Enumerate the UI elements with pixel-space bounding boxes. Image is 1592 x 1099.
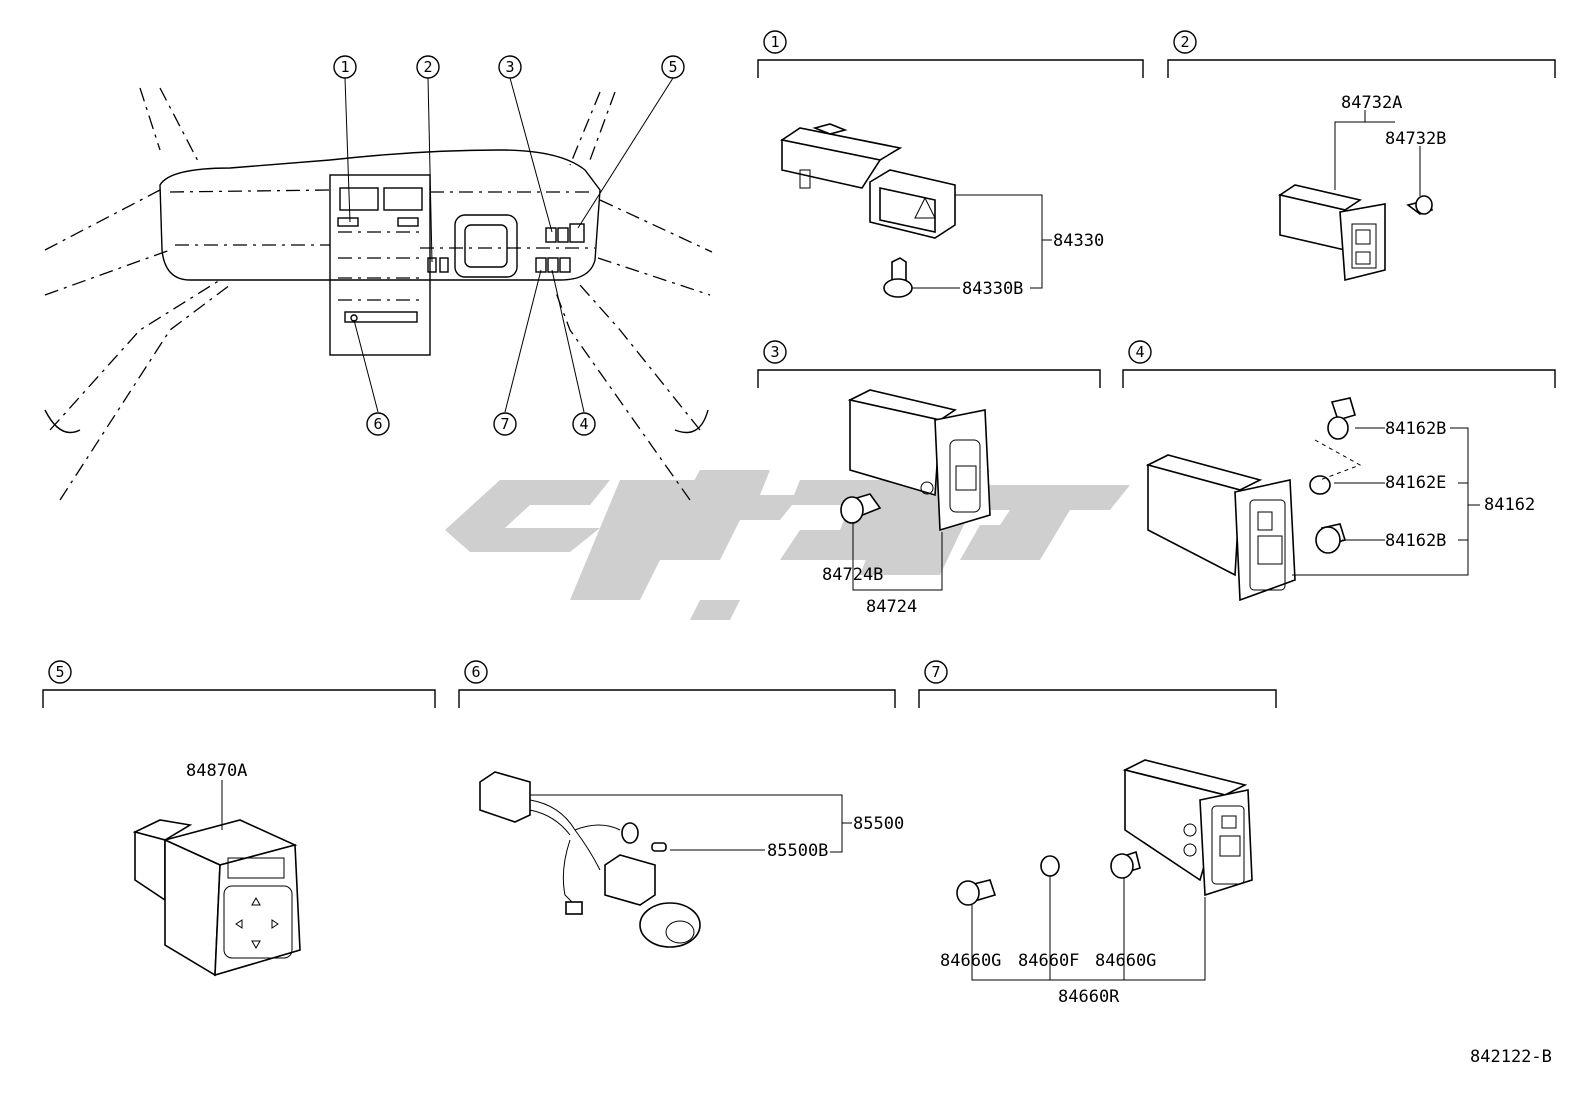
overview-callout-2: 2 bbox=[416, 55, 440, 79]
cap-84162e-drawing bbox=[1309, 475, 1331, 495]
svg-text:7: 7 bbox=[931, 663, 940, 681]
bulb-84660g-right-drawing bbox=[1110, 850, 1141, 879]
part-84732a: 84732A bbox=[1341, 93, 1402, 113]
svg-text:3: 3 bbox=[770, 343, 779, 361]
overview-callout-4: 4 bbox=[572, 412, 596, 436]
bulb-84162b-bottom-drawing bbox=[1315, 523, 1347, 554]
overview-callout-1: 1 bbox=[333, 55, 357, 79]
mirror-switch-drawing bbox=[132, 819, 301, 977]
svg-text:6: 6 bbox=[471, 663, 480, 681]
part-84162: 84162 bbox=[1484, 495, 1535, 515]
group-5: 5 84870A bbox=[42, 660, 436, 977]
part-84162e: 84162E bbox=[1385, 473, 1446, 493]
part-84724b: 84724B bbox=[822, 565, 883, 585]
part-84870a: 84870A bbox=[186, 761, 247, 781]
bulb-84162b-top-drawing bbox=[1327, 397, 1356, 440]
svg-text:1: 1 bbox=[340, 58, 349, 76]
overview-callout-7: 7 bbox=[493, 412, 517, 436]
overview-callout-5: 5 bbox=[661, 55, 685, 79]
switch-84732a-drawing bbox=[1278, 184, 1386, 282]
group-7: 7 84660G 84660F 84660G 84660R bbox=[918, 660, 1277, 1007]
watermark-logo bbox=[445, 470, 1130, 620]
svg-text:3: 3 bbox=[505, 58, 514, 76]
svg-text:2: 2 bbox=[1180, 33, 1189, 51]
part-85500b: 85500B bbox=[767, 841, 828, 861]
part-84660r: 84660R bbox=[1058, 987, 1120, 1007]
svg-text:7: 7 bbox=[500, 415, 509, 433]
svg-text:5: 5 bbox=[55, 663, 64, 681]
figure-code: 842122-B bbox=[1470, 1047, 1552, 1067]
overview-callout-3: 3 bbox=[498, 55, 522, 79]
fog-switch-drawing bbox=[1145, 454, 1296, 602]
group-2: 2 84732A 84732B bbox=[1167, 30, 1556, 282]
part-84162b-top: 84162B bbox=[1385, 419, 1446, 439]
part-85500: 85500 bbox=[853, 814, 904, 834]
bulb-84660g-left-drawing bbox=[956, 879, 997, 906]
part-84660f: 84660F bbox=[1018, 951, 1079, 971]
svg-text:4: 4 bbox=[579, 415, 588, 433]
defogger-switch-drawing bbox=[847, 389, 991, 532]
part-84330b: 84330B bbox=[962, 279, 1023, 299]
svg-text:2: 2 bbox=[423, 58, 432, 76]
svg-text:5: 5 bbox=[668, 58, 677, 76]
mirror-heater-switch-drawing bbox=[1122, 759, 1253, 897]
overview-callout-6: 6 bbox=[366, 412, 390, 436]
group-1: 1 84330 84330B bbox=[757, 30, 1144, 299]
cap-84660f-drawing bbox=[1040, 855, 1060, 877]
illumination-harness-drawing bbox=[479, 771, 701, 948]
hazard-switch-drawing bbox=[779, 123, 956, 239]
bulb-84732b-drawing bbox=[1406, 195, 1434, 215]
bulb-84330b-drawing bbox=[883, 257, 913, 298]
svg-text:1: 1 bbox=[770, 33, 779, 51]
part-84660g-left: 84660G bbox=[940, 951, 1001, 971]
group-4: 4 84162B 84162E 84162B bbox=[1122, 340, 1556, 602]
bulb-84724b-drawing bbox=[840, 493, 882, 524]
part-84732b: 84732B bbox=[1385, 129, 1446, 149]
svg-text:6: 6 bbox=[373, 415, 382, 433]
part-84162b-bottom: 84162B bbox=[1385, 531, 1446, 551]
svg-text:4: 4 bbox=[1135, 343, 1144, 361]
group-6: 6 85500 85500B bbox=[458, 660, 904, 948]
part-84724: 84724 bbox=[866, 597, 917, 617]
part-84330: 84330 bbox=[1053, 231, 1104, 251]
dashboard-overview bbox=[44, 77, 713, 501]
group-3: 3 84724B 84724 bbox=[757, 340, 1101, 617]
part-84660g-right: 84660G bbox=[1095, 951, 1156, 971]
